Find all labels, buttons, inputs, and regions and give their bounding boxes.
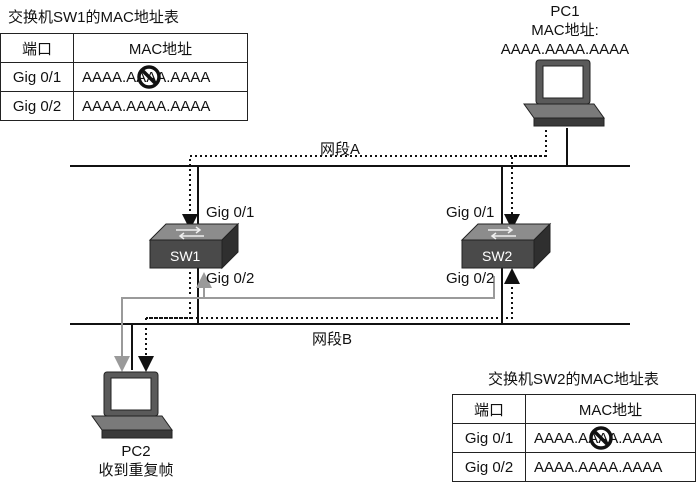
prohibited-circle-icon bbox=[137, 65, 161, 89]
mac-value: AAAA.AAAA.AAAA bbox=[534, 429, 663, 447]
pc1-mac-value: AAAA.AAAA.AAAA bbox=[500, 41, 630, 58]
table-header-row: 端口 MAC地址 bbox=[452, 394, 696, 424]
port-column-header: 端口 bbox=[452, 394, 526, 424]
port-cell: Gig 0/2 bbox=[0, 91, 74, 121]
frame-path-to-sw2 bbox=[504, 155, 546, 230]
mac-cell: AAAA.AAAA.AAAA bbox=[73, 91, 248, 121]
prohibited-circle-icon bbox=[589, 426, 613, 450]
sw1-mac-table: 端口 MAC地址 Gig 0/1 AAAA.AAAA.AAAA Gig 0/2 … bbox=[0, 33, 248, 121]
sw2-mac-table: 端口 MAC地址 Gig 0/1 AAAA.AAAA.AAAA Gig 0/2 … bbox=[452, 394, 696, 482]
mac-column-header: MAC地址 bbox=[525, 394, 696, 424]
port-cell: Gig 0/1 bbox=[452, 423, 526, 453]
segment-b-label: 网段B bbox=[312, 331, 353, 348]
port-cell: Gig 0/1 bbox=[0, 62, 74, 92]
frame-path-pc1-to-sw1 bbox=[182, 130, 547, 230]
mac-cell: AAAA.AAAA.AAAA bbox=[73, 62, 248, 92]
sw2-port-top-label: Gig 0/1 bbox=[446, 204, 495, 221]
sw2-name: SW2 bbox=[482, 248, 513, 264]
table-row: Gig 0/1 AAAA.AAAA.AAAA bbox=[0, 62, 248, 92]
table-row: Gig 0/2 AAAA.AAAA.AAAA bbox=[452, 452, 696, 482]
table-row: Gig 0/1 AAAA.AAAA.AAAA bbox=[452, 423, 696, 453]
pc2-label: PC2 收到重复帧 bbox=[76, 442, 196, 480]
mac-cell: AAAA.AAAA.AAAA bbox=[525, 452, 696, 482]
pc1-label: PC1 MAC地址: AAAA.AAAA.AAAA bbox=[480, 2, 650, 59]
sw2-port-bottom-label: Gig 0/2 bbox=[446, 270, 495, 287]
pc1-mac-label: MAC地址: bbox=[531, 22, 599, 39]
mac-cell: AAAA.AAAA.AAAA bbox=[525, 423, 696, 453]
sw1-name: SW1 bbox=[170, 248, 201, 264]
pc1-name: PC1 bbox=[550, 3, 580, 20]
pc2-note: 收到重复帧 bbox=[98, 462, 174, 479]
segment-a-label: 网段A bbox=[320, 141, 361, 158]
sw1-table-caption: 交换机SW1的MAC地址表 bbox=[8, 9, 179, 26]
table-row: Gig 0/2 AAAA.AAAA.AAAA bbox=[0, 91, 248, 121]
mac-value: AAAA.AAAA.AAAA bbox=[82, 68, 211, 86]
sw1-port-top-label: Gig 0/1 bbox=[206, 204, 255, 221]
pc2-name: PC2 bbox=[121, 443, 151, 460]
sw2-table-caption: 交换机SW2的MAC地址表 bbox=[488, 371, 659, 388]
port-column-header: 端口 bbox=[0, 33, 74, 63]
switch-icon bbox=[460, 222, 552, 270]
sw1-port-bottom-label: Gig 0/2 bbox=[206, 270, 255, 287]
frame-path-gray-to-pc2 bbox=[114, 276, 495, 372]
desktop-computer-icon bbox=[523, 59, 605, 127]
switch-icon bbox=[148, 222, 240, 270]
port-cell: Gig 0/2 bbox=[452, 452, 526, 482]
table-header-row: 端口 MAC地址 bbox=[0, 33, 248, 63]
desktop-computer-icon bbox=[91, 371, 173, 439]
mac-column-header: MAC地址 bbox=[73, 33, 248, 63]
frame-path-segb-to-sw2 bbox=[146, 268, 520, 319]
